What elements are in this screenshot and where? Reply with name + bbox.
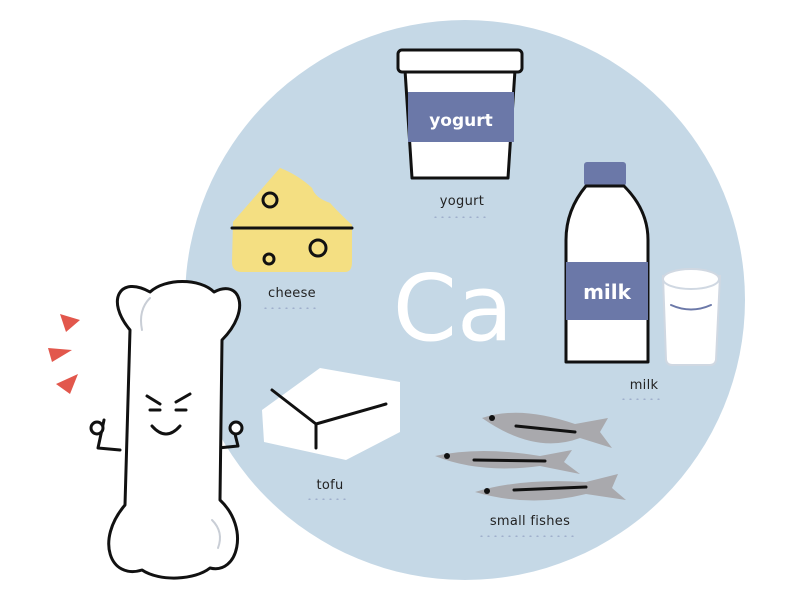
fishes-label: small fishes [489,514,571,529]
yogurt-package-text: yogurt [429,111,493,131]
yogurt-dots [432,216,488,218]
yogurt-label: yogurt [439,194,485,209]
fishes-icon [435,412,626,501]
cheese-icon [230,168,354,272]
fishes-dots [478,535,576,537]
milk-package-text: milk [583,280,632,304]
tofu-icon [262,368,400,460]
cheese-dots [262,307,318,309]
bone-character [48,280,244,580]
milk-label: milk [629,378,659,393]
milk-glass-icon [661,268,722,366]
yogurt-icon: yogurt [396,48,524,180]
fish-1 [482,412,612,448]
cheese-label: cheese [268,286,316,301]
calcium-symbol: Ca [393,255,514,362]
fish-3 [475,474,626,501]
fish-2 [435,450,580,474]
tofu-dots [306,498,348,500]
milk-bottle-icon: milk [564,162,650,364]
milk-dots [620,398,662,400]
tofu-label: tofu [316,478,344,493]
